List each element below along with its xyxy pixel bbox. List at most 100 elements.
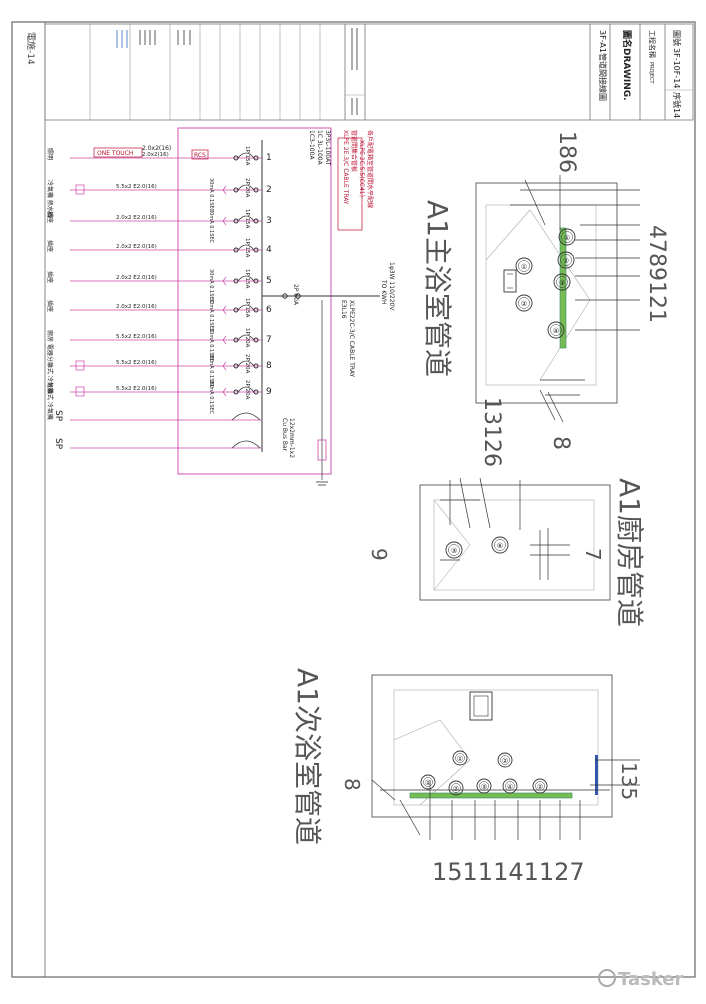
elcb-rating: 30mA 0.1SEC	[208, 178, 214, 213]
pipe-circle	[547, 321, 565, 339]
pipe-bracket	[409, 792, 573, 799]
pipe-inner	[535, 781, 545, 791]
circuit-load: 分離式 冷氣機	[46, 356, 54, 394]
pipe-label: ②	[563, 257, 569, 265]
circuit-load: 分離式 冷氣機	[46, 382, 54, 420]
pipe-inner	[451, 783, 461, 793]
main-breaker-line-3: 1C3-100A	[308, 130, 315, 160]
breaker-rating: 2P 20A	[244, 380, 250, 400]
pipe-label: ②	[502, 757, 508, 765]
circuit-row: SP	[53, 410, 262, 422]
pipe-circle	[448, 780, 464, 796]
pipe-label: ②	[521, 300, 527, 308]
pipe-circle	[502, 778, 518, 794]
outlet-box	[75, 386, 85, 397]
breaker-rating: 1P 20A	[244, 328, 250, 348]
elcb-rating: 30mA 0.1SEC	[208, 298, 214, 333]
floor-drain-symbol	[503, 269, 517, 293]
elcb-rating: 30mA 0.1SEC	[208, 269, 214, 304]
drawing-label: 圖名DRAWING.	[621, 30, 633, 101]
shaft2-top-number: 13126	[479, 397, 504, 467]
one-touch-cable: 2.0x2(16)	[142, 145, 171, 152]
pipe-inner	[479, 781, 489, 791]
pipe-circle	[497, 752, 513, 768]
sheet-no-prefix: 圖號	[672, 30, 682, 46]
pipe-inner	[455, 753, 465, 763]
page-no: 14	[672, 108, 681, 118]
pipe-inner	[556, 276, 568, 288]
pipe-label: ⑥	[497, 542, 503, 550]
cable-line-2: E3L16	[340, 300, 347, 319]
elcb-symbol	[222, 216, 227, 226]
shaft2-pipes: ③⑥	[445, 536, 509, 559]
breaker-symbol	[237, 184, 255, 191]
shaft-diagonal	[433, 499, 471, 546]
feeder-line-2: TO KWH	[380, 279, 387, 304]
ground-bar	[317, 439, 327, 461]
pipe-inner	[500, 755, 510, 765]
circuit-cable: 2.0x2 E2.0(16)	[116, 275, 157, 281]
pipe-label: ②	[453, 785, 459, 793]
circuit-cable: 5.5x2 E2.0(16)	[116, 184, 157, 190]
shaft-inner	[393, 689, 599, 806]
cable-line-1: XLPE22C-3/C CABLE TRAY	[348, 300, 355, 377]
shaft-outline	[371, 674, 613, 818]
pipe-bracket	[559, 227, 567, 349]
spare-arc	[231, 412, 261, 421]
shaft2-title: A1廚房管道	[613, 478, 646, 627]
circuit-cable: 2.0x2 E2.0(16)	[116, 304, 157, 310]
shaft3-edge-mark	[595, 755, 598, 795]
pipe-label: ①	[564, 234, 570, 242]
pipe-circle	[532, 778, 548, 794]
sheet-no: 3F-10F-14	[672, 48, 681, 88]
circuit-number: 4	[266, 245, 272, 255]
main-breaker-contact	[282, 293, 288, 299]
circuit-number: 8	[266, 361, 272, 371]
sheet-mark: 電施-14	[25, 32, 37, 65]
breaker-symbol	[237, 334, 255, 341]
pipe-circle	[515, 294, 533, 312]
circuit-cable: 5.5x2 E2.0(16)	[116, 360, 157, 366]
pipe-circle	[445, 541, 463, 559]
shaft1-side-number: 4789121	[644, 225, 669, 323]
breaker-rating: 2P 20A	[244, 178, 250, 198]
circuit-number: 2	[266, 185, 272, 195]
pipe-inner	[518, 260, 530, 272]
circuit-load: 廚房 電器	[46, 330, 54, 356]
circuit-cable: 2.0x2 E2.0(16)	[116, 215, 157, 221]
circuit-load: 插座	[46, 300, 54, 312]
shaft3-dimension-lines	[371, 759, 640, 840]
circuit-load: 照明	[46, 148, 53, 160]
panel-note-4: XLPE 2E.3/C CABLE TRAY	[342, 130, 349, 205]
pipe-inner	[561, 231, 573, 243]
main-breaker-rating: 2P 60A	[292, 284, 299, 306]
shaft1-dimension-lines	[510, 175, 640, 423]
circuit-number: 7	[266, 335, 272, 345]
pipe-label: ④	[553, 327, 559, 335]
elcb-symbol	[222, 305, 227, 315]
breaker-symbol	[237, 275, 255, 282]
spare-note-1: 12x2mm-1x2	[288, 418, 295, 458]
pipe-label: ①	[521, 263, 527, 271]
watermark: Tasker	[598, 969, 684, 990]
circuit-cable: 2.0x2 E2.0(16)	[116, 244, 157, 250]
breaker-rating: 1P 15A	[244, 146, 250, 166]
pipe-label: ④	[507, 783, 513, 791]
rcs-box	[191, 149, 209, 160]
watermark-logo-icon	[598, 969, 616, 987]
shaft-outline	[419, 484, 611, 601]
circuit-cable: 5.5x2 E2.0(16)	[116, 334, 157, 340]
shaft2-dimension-lines	[440, 477, 570, 580]
